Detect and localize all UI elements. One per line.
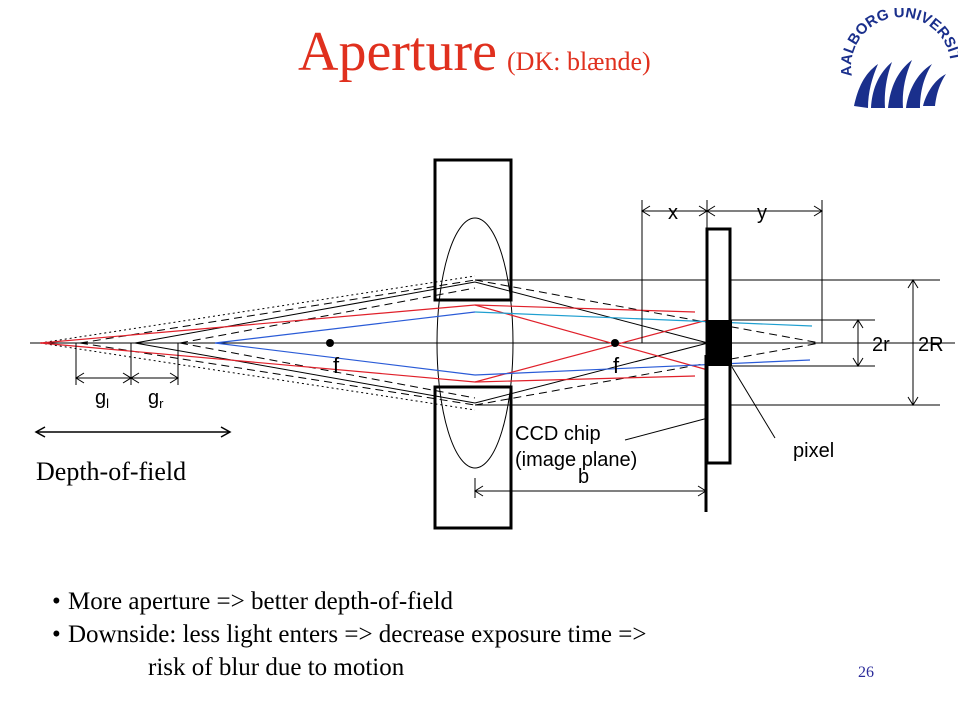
bullet-text: More aperture => better depth-of-field bbox=[68, 588, 453, 615]
lens bbox=[436, 217, 514, 469]
focal-label-left: f bbox=[333, 353, 340, 378]
aperture-block-top bbox=[433, 158, 513, 302]
solid-rays bbox=[134, 281, 709, 404]
dim-label-gl: gl bbox=[95, 387, 109, 411]
dim-label-2r: 2r bbox=[872, 334, 890, 356]
red-rays bbox=[39, 304, 716, 383]
bullet-item: • Downside: less light enters => decrease… bbox=[52, 618, 646, 651]
dim-label-y: y bbox=[757, 202, 767, 224]
lightblue-rays bbox=[474, 311, 813, 327]
xy-dimension bbox=[641, 200, 823, 343]
ccd-pointer-line bbox=[624, 417, 709, 441]
dotted-rays bbox=[39, 275, 476, 411]
ccd-label-line1: CCD chip bbox=[515, 423, 601, 445]
aperture-block-bottom bbox=[433, 385, 513, 530]
title-main: Aperture bbox=[298, 21, 498, 83]
depth-of-field-label: Depth-of-field bbox=[36, 457, 187, 486]
focal-point-left bbox=[326, 339, 334, 347]
slide-title: Aperture (DK: blænde) bbox=[298, 24, 651, 80]
logo-text: AALBORG UNIVERSITY bbox=[838, 8, 958, 77]
two-R-dimension bbox=[907, 279, 919, 406]
two-r-dimension bbox=[852, 319, 864, 367]
ccd-label-line2: (image plane) bbox=[515, 449, 637, 471]
dim-label-gr: gr bbox=[148, 387, 164, 411]
bullet-dot: • bbox=[52, 621, 61, 648]
bullet-text: Downside: less light enters => decrease … bbox=[68, 621, 647, 648]
bullet-dot: • bbox=[52, 588, 61, 615]
focal-label-right: f bbox=[613, 353, 620, 378]
bullet-continuation: risk of blur due to motion bbox=[148, 654, 405, 681]
dim-label-2R: 2R bbox=[918, 334, 944, 356]
blue-rays bbox=[214, 311, 811, 376]
bullet-list: •More aperture => better depth-of-field … bbox=[52, 585, 646, 684]
b-dimension bbox=[474, 478, 707, 498]
title-subtitle: (DK: blænde) bbox=[507, 47, 651, 76]
page-number: 26 bbox=[858, 664, 874, 681]
focal-point-right bbox=[611, 339, 619, 347]
g-dimension bbox=[75, 343, 179, 385]
pixel-label: pixel bbox=[793, 440, 834, 462]
pixel-pointer-line bbox=[731, 366, 776, 439]
aalborg-university-logo: AALBORG UNIVERSITY bbox=[838, 8, 958, 108]
logo-emblem bbox=[854, 60, 946, 108]
depth-of-field-arrow bbox=[34, 426, 232, 438]
dim-label-b: b bbox=[578, 466, 589, 488]
aperture-diagram: f f x y 2r bbox=[30, 158, 955, 530]
pixel-block bbox=[706, 320, 732, 366]
dashed-rays bbox=[79, 279, 821, 406]
bullet-item: • More aperture => better depth-of-field bbox=[52, 585, 646, 618]
dim-label-x: x bbox=[668, 202, 678, 224]
